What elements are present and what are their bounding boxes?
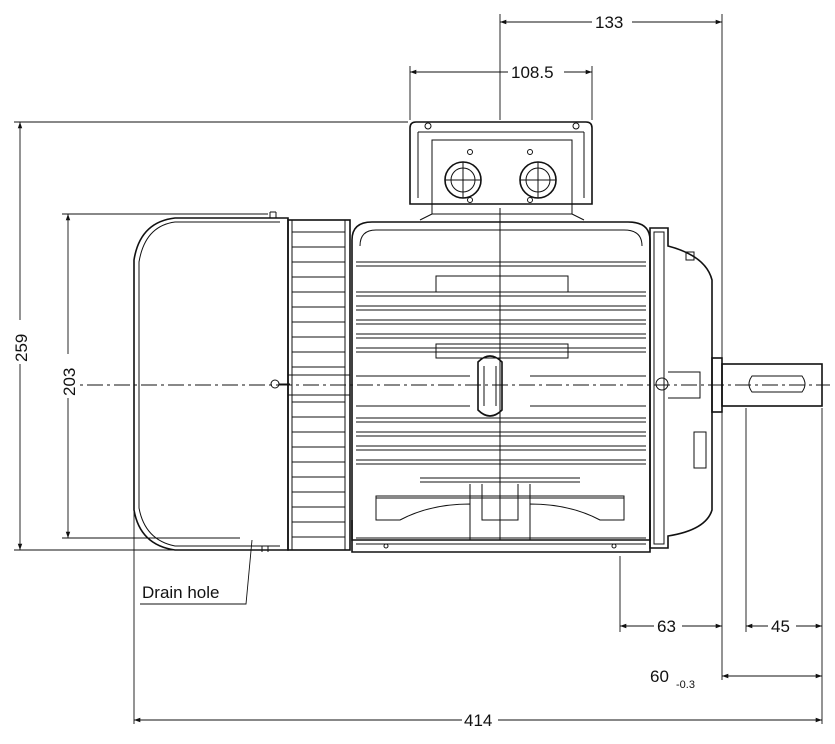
front-end-shield [649,227,713,549]
motor-drawing [60,121,830,553]
dim-414: 414 [464,711,492,730]
dim-63: 63 [657,617,676,636]
dim-108-5: 108.5 [511,63,554,82]
motor-feet [351,484,651,553]
fan-cover [133,211,290,552]
dimension-labels: 133 108.5 259 203 63 45 60 -0.3 414 Drai… [10,10,796,730]
stator-housing [351,208,651,541]
drain-hole-label: Drain hole [142,583,220,602]
dim-259: 259 [12,334,31,362]
dimension-lines [14,14,823,724]
dim-45: 45 [771,617,790,636]
dim-60-tolerance: -0.3 [676,679,695,691]
dim-60: 60 [650,667,669,686]
terminal-box [409,121,593,221]
dim-133: 133 [595,13,623,32]
dim-203: 203 [60,368,79,396]
